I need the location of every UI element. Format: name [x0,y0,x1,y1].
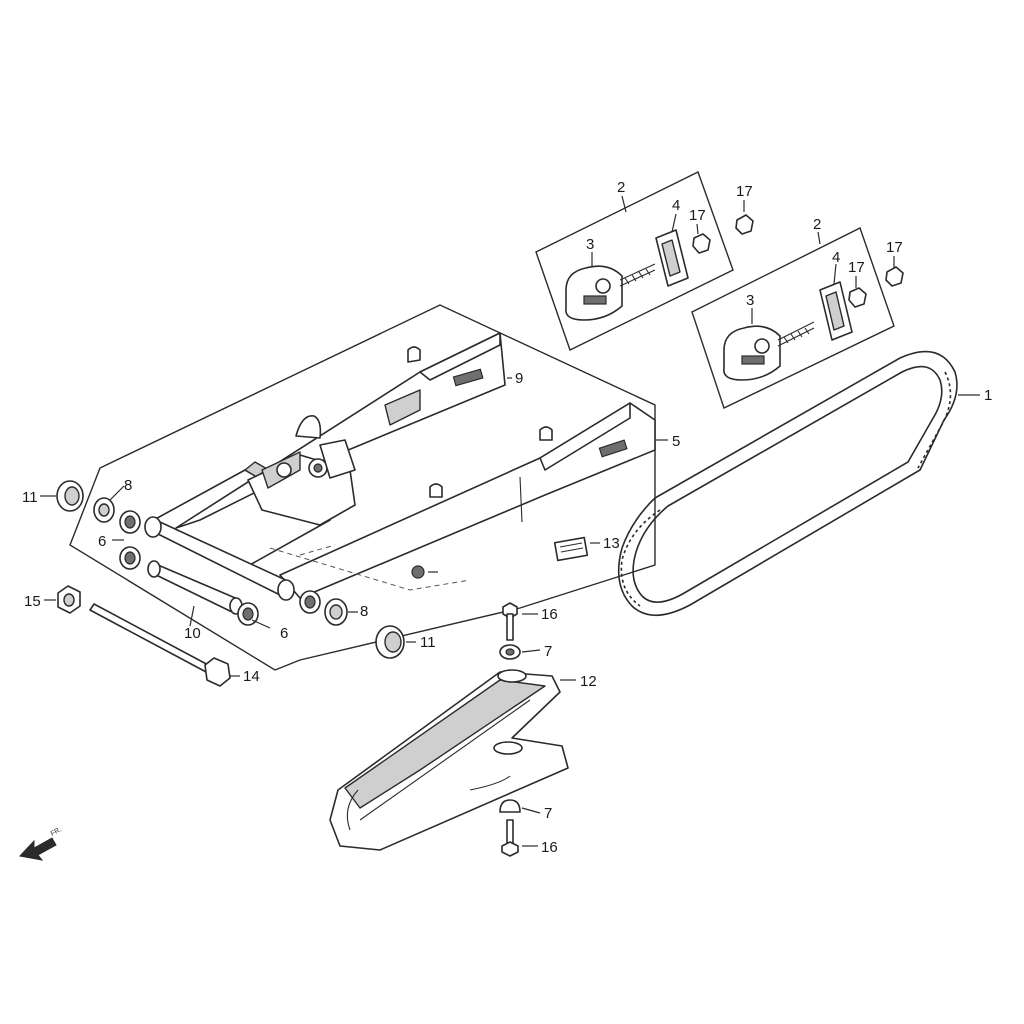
callout-11b: 11 [420,634,436,651]
callout-3b: 3 [746,292,754,309]
callout-3a: 3 [586,236,594,253]
bearing-right [324,598,348,626]
callout-2b: 2 [813,216,821,233]
callout-6b: 6 [280,625,288,642]
pivot-tube [144,516,295,601]
leader-lines [40,195,980,847]
chain-adjuster-plate-right [723,321,815,381]
dust-seal-left [56,480,84,512]
callout-15: 15 [24,593,41,610]
bearing-left [93,497,115,523]
adjuster-plate-right [819,281,853,341]
pivot-collar [147,560,243,615]
adjuster-nut-left-outer [735,214,754,235]
chain-adjuster-plate-left [565,263,656,321]
callout-11a: 11 [22,489,38,506]
bushing-left-lower [119,546,141,570]
pivot-bolt [89,603,231,687]
callout-17b: 17 [689,207,706,224]
dust-seal-right [375,625,405,659]
front-direction-arrow-icon [19,837,57,861]
adjuster-nut-left-inner [692,233,711,254]
chain-slider [329,669,569,851]
swingarm [144,332,656,601]
callout-7a: 7 [544,643,552,660]
adjuster-nut-right-outer [885,266,904,287]
adjuster-plate-left [655,229,689,287]
bushing-left-upper [119,510,141,534]
adjuster-group-frame-right [691,227,895,409]
callout-8a: 8 [124,477,132,494]
drive-chain [617,350,958,616]
callout-17d: 17 [848,259,865,276]
adjuster-nut-right-inner [848,287,867,308]
callout-4a: 4 [672,197,680,214]
swingarm-group-frame [69,304,656,671]
callout-7b: 7 [544,805,552,822]
callout-17c: 17 [886,239,903,256]
callout-8b: 8 [360,603,368,620]
callout-13: 13 [603,535,620,552]
bushing-right-a [237,602,259,626]
callout-6a: 6 [98,533,106,550]
callout-12: 12 [580,673,597,690]
pivot-bracket [247,439,356,526]
slider-bolt-upper [502,602,518,641]
adjuster-group-frame-left [535,171,734,351]
pivot-nut [57,585,81,614]
callout-16b: 16 [541,839,558,856]
front-marker-label: FR. [50,826,63,838]
callout-16a: 16 [541,606,558,623]
slider-washer-lower [499,799,521,813]
plug [411,565,425,579]
callout-numbers: 1 2 2 3 3 4 4 5 6 6 7 7 8 8 9 10 11 11 1… [22,179,992,856]
slider-bolt-lower [501,819,519,857]
callout-9: 9 [515,370,523,387]
callout-17a: 17 [736,183,753,200]
callout-5: 5 [672,433,680,450]
slider-washer-upper [499,644,521,660]
caution-label [553,536,589,562]
callout-1: 1 [984,387,992,404]
callout-14: 14 [243,668,260,685]
bushing-right-b [299,590,321,614]
front-direction-marker: FR. [19,826,63,861]
callout-10: 10 [184,625,201,642]
callout-2a: 2 [617,179,625,196]
callout-4b: 4 [832,249,840,266]
